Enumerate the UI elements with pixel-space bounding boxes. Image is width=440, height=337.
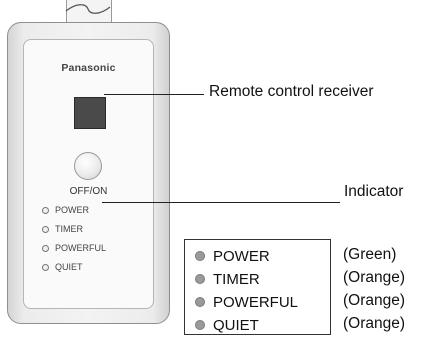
off-on-button[interactable] (74, 152, 102, 180)
indicator-leader-line (102, 202, 340, 203)
indicator-quiet: QUIET (42, 261, 83, 273)
indicator-legend-box: POWER TIMER POWERFUL QUIET (184, 239, 331, 335)
indicator-led (42, 225, 49, 233)
legend-label: POWER (213, 247, 270, 265)
indicator-led (42, 263, 49, 271)
legend-label: QUIET (213, 316, 259, 334)
indicator-callout-label: Indicator (344, 183, 404, 200)
legend-led-icon (195, 297, 205, 307)
legend-row-powerful: POWERFUL (195, 290, 298, 314)
indicator-timer: TIMER (42, 223, 83, 235)
receiver-callout-label: Remote control receiver (209, 83, 374, 100)
legend-color-quiet: (Orange) (343, 315, 406, 332)
legend-row-power: POWER (195, 244, 270, 268)
indicator-power: POWER (42, 204, 89, 216)
indicator-label: POWERFUL (55, 243, 107, 253)
legend-color-power: (Green) (343, 246, 397, 263)
legend-color-timer: (Orange) (343, 269, 406, 286)
legend-color-powerful: (Orange) (343, 292, 406, 309)
indoor-unit-display: Panasonic OFF/ON POWER TIMER POWERFUL QU… (7, 22, 170, 324)
legend-label: TIMER (213, 270, 260, 288)
indicator-led (42, 206, 49, 214)
remote-receiver-window (74, 97, 106, 129)
indicator-label: POWER (55, 205, 90, 215)
indicator-led (42, 244, 49, 252)
brand-logo: Panasonic (61, 62, 116, 74)
receiver-leader-line (104, 94, 204, 95)
legend-led-icon (195, 320, 205, 330)
off-on-label: OFF/ON (69, 186, 108, 197)
legend-label: POWERFUL (213, 293, 299, 311)
legend-led-icon (195, 274, 205, 284)
power-cable (66, 0, 112, 24)
legend-row-quiet: QUIET (195, 313, 259, 337)
legend-led-icon (195, 251, 205, 261)
indicator-label: TIMER (55, 224, 83, 234)
cable-break-symbol (65, 4, 111, 14)
indicator-powerful: POWERFUL (42, 242, 106, 254)
indicator-label: QUIET (55, 262, 83, 272)
legend-row-timer: TIMER (195, 267, 260, 291)
display-panel: Panasonic OFF/ON POWER TIMER POWERFUL QU… (23, 39, 154, 309)
